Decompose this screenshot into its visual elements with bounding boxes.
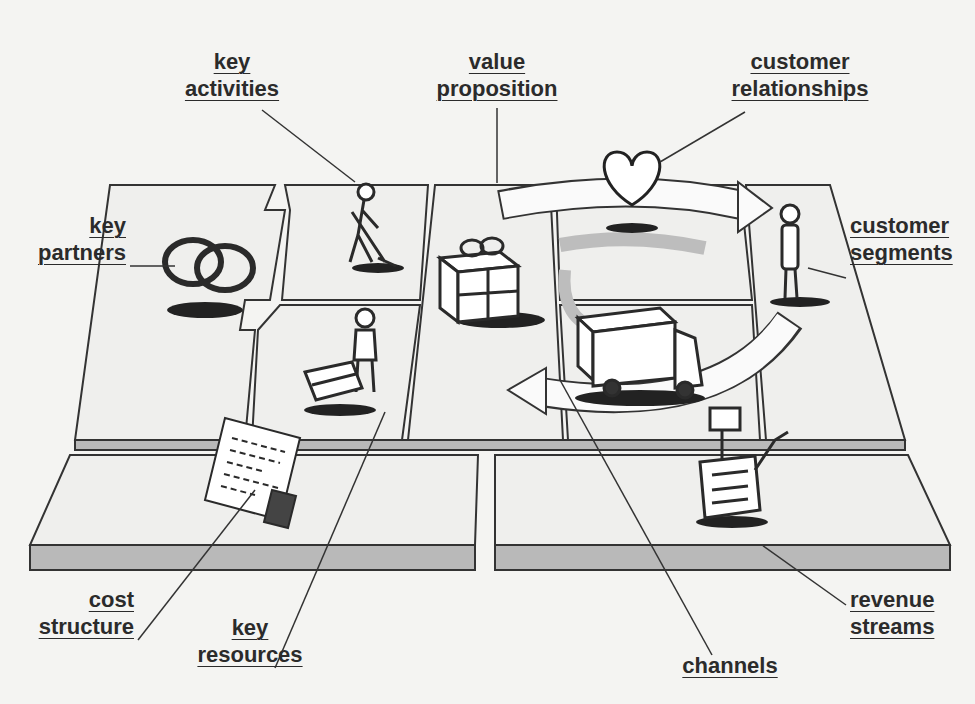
wheel xyxy=(677,382,693,398)
barcode xyxy=(264,490,296,528)
document-lines xyxy=(221,438,285,495)
leader-line xyxy=(660,112,745,162)
leader-line xyxy=(275,412,385,668)
block-label: key resources xyxy=(197,614,302,668)
ribbon xyxy=(458,269,518,319)
channel-truck xyxy=(575,308,705,406)
bow xyxy=(461,240,483,256)
arrow-head xyxy=(738,182,772,232)
leader-lines xyxy=(130,108,846,668)
customer-person xyxy=(770,205,830,307)
ring xyxy=(197,246,253,290)
block-label: key partners xyxy=(38,212,126,266)
flow-arrows xyxy=(500,182,790,414)
leader-line xyxy=(262,110,355,182)
machine xyxy=(305,362,362,400)
truck-box xyxy=(593,322,675,386)
shadow xyxy=(770,297,830,307)
board-sides xyxy=(30,440,950,570)
bow xyxy=(481,238,503,254)
gift-side xyxy=(440,258,458,322)
head xyxy=(356,309,374,327)
leader-line xyxy=(560,380,712,655)
block-label: value proposition xyxy=(437,48,558,102)
leader-line xyxy=(808,268,846,278)
block-label: customer segments xyxy=(850,212,953,266)
arrow-inner xyxy=(560,239,705,248)
heart xyxy=(604,152,660,205)
cost-document xyxy=(205,418,300,528)
value-panel xyxy=(408,185,563,440)
resources-worker xyxy=(304,309,376,416)
board-edge xyxy=(75,440,905,450)
leader-line xyxy=(496,108,498,183)
register-keys xyxy=(712,430,748,503)
partners-rings xyxy=(165,240,253,318)
register-screen xyxy=(710,408,740,430)
body xyxy=(782,225,798,269)
machine-line xyxy=(312,374,356,385)
activities-panel xyxy=(282,185,428,300)
legs xyxy=(785,269,797,298)
board-edge xyxy=(495,545,950,570)
truck-cab xyxy=(675,330,702,388)
relationship-heart xyxy=(604,152,660,233)
body xyxy=(354,330,376,360)
revenue-register xyxy=(696,408,788,528)
arrow-head xyxy=(508,368,546,414)
board-panels xyxy=(30,185,950,545)
value-gift xyxy=(440,238,545,328)
block-label: revenue streams xyxy=(850,586,934,640)
wheel xyxy=(604,380,620,396)
block-label: channels xyxy=(682,652,777,679)
gift-front xyxy=(458,266,518,322)
leader-line xyxy=(130,265,175,267)
resources-panel xyxy=(252,305,420,440)
leader-line xyxy=(762,545,846,605)
block-label: customer relationships xyxy=(732,48,869,102)
activities-worker xyxy=(350,184,404,273)
revenue-panel xyxy=(495,455,950,545)
block-label: key activities xyxy=(185,48,279,102)
shadow xyxy=(167,302,243,318)
shadow xyxy=(304,404,376,416)
head xyxy=(781,205,799,223)
shovel xyxy=(352,212,396,266)
shadow xyxy=(606,223,658,233)
head xyxy=(358,184,374,200)
truck-side xyxy=(578,318,593,380)
register-handle xyxy=(755,432,788,470)
block-label: cost structure xyxy=(39,586,134,640)
board-edge xyxy=(30,545,475,570)
